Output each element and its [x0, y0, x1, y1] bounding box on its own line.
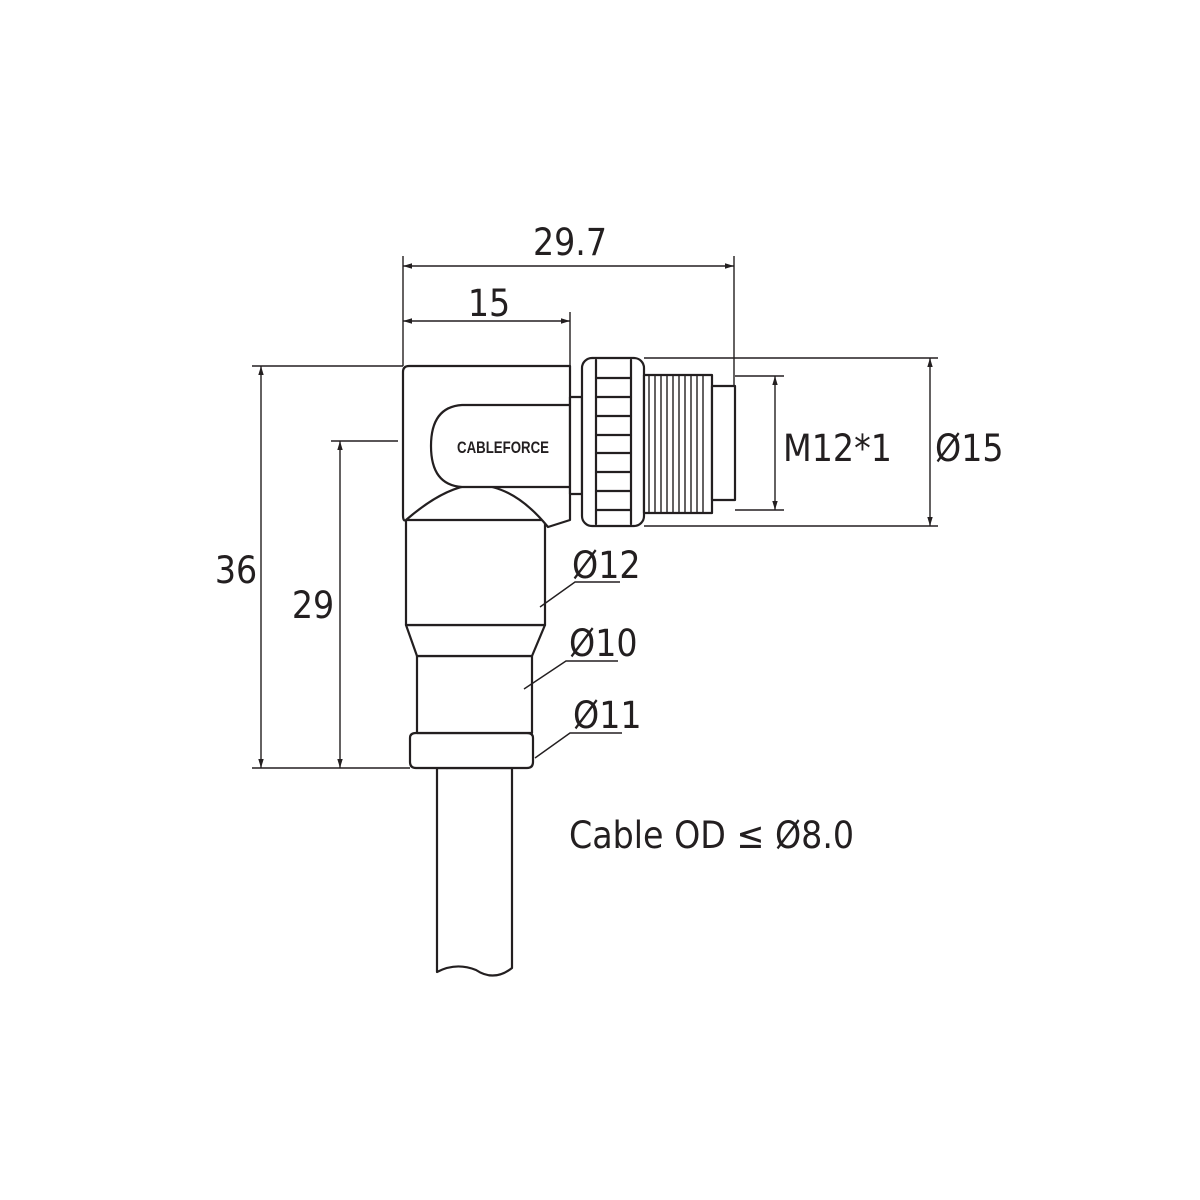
thread-lines — [648, 375, 704, 513]
dim-overall-height: 36 — [215, 549, 257, 592]
neck — [415, 654, 534, 735]
nut-knurling — [594, 358, 633, 526]
dim-collar-diameter: Ø12 — [572, 544, 641, 587]
dim-neck-diameter: Ø10 — [569, 622, 638, 665]
dim-body-width: 15 — [468, 282, 510, 325]
collar-taper — [404, 623, 547, 658]
nut-step — [568, 395, 584, 496]
front-face — [710, 384, 737, 502]
boot — [408, 731, 535, 770]
threaded-shaft — [642, 373, 714, 515]
dimension-lines — [252, 256, 938, 769]
dim-boot-diameter: Ø11 — [573, 694, 642, 737]
brand-logo: CABLEFORCE — [457, 438, 549, 457]
dim-body-height: 29 — [292, 584, 334, 627]
collar — [404, 518, 547, 627]
cable-note: Cable OD ≤ Ø8.0 — [569, 814, 854, 857]
coupling-nut — [580, 356, 646, 528]
cable — [435, 766, 514, 977]
logo-window — [429, 403, 572, 489]
dim-overall-length: 29.7 — [533, 221, 607, 264]
dim-nut-diameter: Ø15 — [935, 427, 1004, 470]
dim-thread: M12*1 — [783, 427, 892, 470]
connector-outline — [401, 356, 737, 977]
